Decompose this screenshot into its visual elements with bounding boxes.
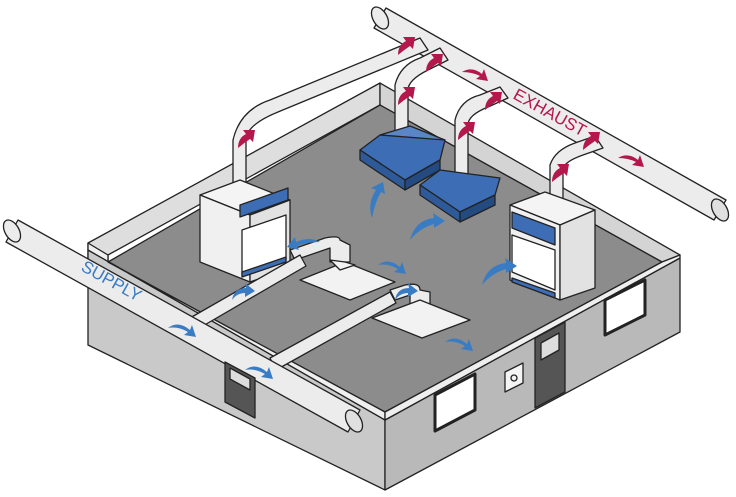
exhaust-duct [370, 6, 730, 222]
exhaust-arrow-icon [552, 164, 569, 182]
supply-arrow-icon [245, 366, 273, 379]
exhaust-arrow-icon [462, 69, 488, 81]
exhaust-arrow-icon [618, 155, 644, 167]
window-front [433, 372, 477, 433]
supply-arrow-icon [378, 261, 406, 274]
canopy-hood-1 [359, 125, 446, 191]
supply-arrow-icon [410, 213, 445, 240]
exhaust-arrow-icon [398, 37, 415, 55]
fume-hood-right [509, 191, 596, 301]
wall-top-right [384, 254, 681, 421]
exhaust-arrow-icon [238, 130, 255, 148]
supply-arrow-icon [232, 283, 255, 300]
supply-arrow-icon [482, 258, 517, 285]
exhaust-arrow-icon [426, 54, 443, 72]
exhaust-arrow-icon [583, 132, 600, 150]
supply-arrow-icon [287, 237, 320, 250]
door-left [224, 361, 256, 419]
window-right [603, 278, 647, 337]
supply-diffuser-1 [289, 236, 396, 301]
supply-arrow-icon [445, 338, 473, 351]
exhaust-arrow-icon [398, 87, 415, 105]
exhaust-arrow-icon [485, 92, 502, 110]
exhaust-arrow-icon [458, 122, 475, 140]
exhaust-label: EXHAUST [510, 85, 589, 141]
door-right [534, 321, 566, 409]
fume-hood-left [199, 179, 291, 283]
supply-arrows [168, 182, 517, 379]
supply-arrow-icon [370, 182, 385, 218]
exhaust-arrows [238, 37, 644, 182]
control-panel [504, 362, 524, 393]
supply-arrow-icon [395, 283, 418, 300]
supply-arrow-icon [168, 324, 196, 337]
supply-diffuser-2 [371, 283, 471, 339]
canopy-hood-2 [419, 169, 501, 223]
